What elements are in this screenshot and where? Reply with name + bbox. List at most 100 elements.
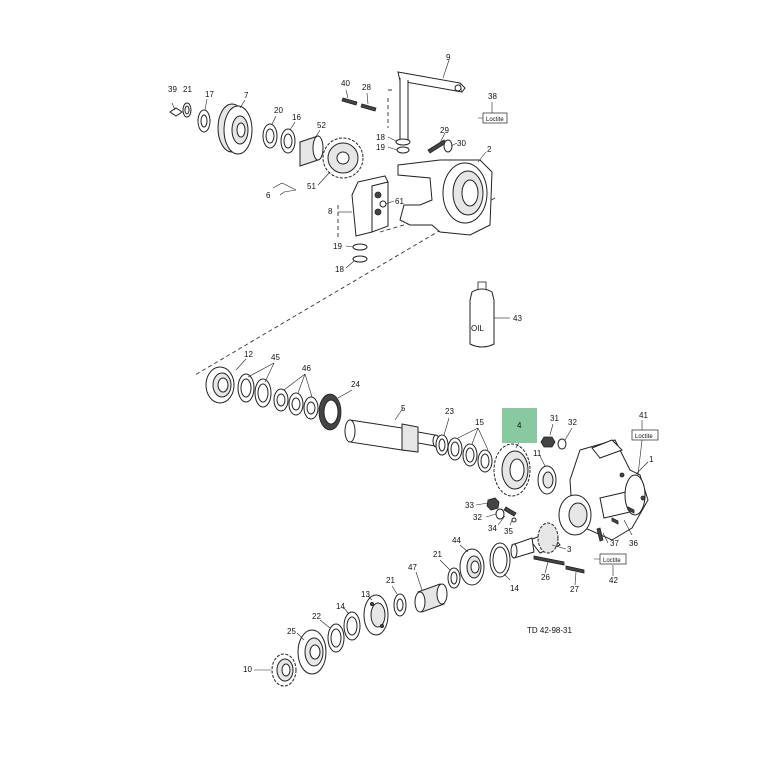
callout-3: 3 <box>567 545 572 554</box>
part-11-spacer[interactable] <box>537 455 557 495</box>
callout-7: 7 <box>244 91 249 100</box>
part-9-lever[interactable] <box>397 59 466 141</box>
callout-45: 45 <box>271 353 280 362</box>
callout-6: 6 <box>266 191 271 200</box>
dashed-bracket-9 <box>387 89 392 128</box>
part-28-pin[interactable] <box>360 92 377 112</box>
callout-23: 23 <box>445 407 454 416</box>
callout-31: 31 <box>550 414 559 423</box>
callout-32a: 32 <box>568 418 577 427</box>
part-61-plug[interactable] <box>379 200 395 208</box>
part-19-washer-lower[interactable] <box>345 243 368 251</box>
part-16-ring[interactable] <box>280 121 296 154</box>
part-40-pin[interactable] <box>341 89 358 106</box>
part-29-bolt[interactable] <box>427 132 447 154</box>
callout-22: 22 <box>312 612 321 621</box>
callout-10: 10 <box>243 665 252 674</box>
part-18-washer-lower[interactable] <box>345 255 368 269</box>
callout-16: 16 <box>292 113 301 122</box>
part-7-hub[interactable] <box>217 99 253 155</box>
callout-9: 9 <box>446 53 451 62</box>
callout-2: 2 <box>487 145 492 154</box>
part-20-ring[interactable] <box>262 115 278 149</box>
part-32-washer-upper[interactable] <box>557 427 573 450</box>
callout-27: 27 <box>570 585 579 594</box>
part-18-washer-upper[interactable] <box>387 136 411 146</box>
part-5-shaft[interactable] <box>344 407 440 453</box>
callout-44: 44 <box>452 536 461 545</box>
part-27-pin[interactable] <box>565 565 585 586</box>
part-14-ring-lower[interactable] <box>343 607 361 641</box>
callout-18a: 18 <box>376 133 385 142</box>
part-33-nut[interactable] <box>475 497 500 511</box>
part-43-oil-bottle[interactable] <box>469 281 510 348</box>
callout-21a: 21 <box>183 85 192 94</box>
callout-40: 40 <box>341 79 350 88</box>
callout-25: 25 <box>287 627 296 636</box>
part-2-housing[interactable] <box>397 151 493 236</box>
callout-5: 5 <box>401 404 406 413</box>
callout-52: 52 <box>317 121 326 130</box>
part-12-bearing[interactable] <box>205 358 247 404</box>
part-3-pinion-shaft[interactable] <box>510 522 567 559</box>
callout-36: 36 <box>629 539 638 548</box>
part-21-snap-ring[interactable] <box>182 102 192 118</box>
part-39-clip[interactable] <box>169 102 183 117</box>
part-37-bolt[interactable] <box>596 527 609 544</box>
part-19-washer-upper[interactable] <box>387 146 410 154</box>
part-10-sprocket[interactable] <box>254 653 297 687</box>
part-46-washers[interactable] <box>273 373 319 420</box>
callout-51: 51 <box>307 182 316 191</box>
loctite-tag-42-text: Loctite <box>603 558 621 564</box>
part-4-gear[interactable] <box>493 439 531 497</box>
callout-26: 26 <box>541 573 550 582</box>
part-22-ring[interactable] <box>319 619 345 653</box>
part-1-gearbox-housing[interactable] <box>558 439 649 541</box>
part-35-bolt[interactable] <box>503 506 517 526</box>
part-51-sprocket[interactable] <box>317 137 364 186</box>
callout-30: 30 <box>457 139 466 148</box>
part-52-sleeve[interactable] <box>299 129 324 167</box>
callout-21b: 21 <box>433 550 442 559</box>
part-14-ring-upper[interactable] <box>489 542 511 581</box>
part-47-sleeve[interactable] <box>414 571 448 613</box>
part-45-washers[interactable] <box>237 362 275 408</box>
part-24-seal[interactable] <box>318 389 353 431</box>
callout-32b: 32 <box>473 513 482 522</box>
callout-19b: 19 <box>333 242 342 251</box>
oil-bottle-label: OIL <box>471 324 484 333</box>
part-21-snap-ring-mid[interactable] <box>439 559 461 589</box>
part-25-bearing[interactable] <box>296 629 327 675</box>
callout-21c: 21 <box>386 576 395 585</box>
part-17-washer[interactable] <box>197 98 211 133</box>
callout-29: 29 <box>440 126 449 135</box>
part-34-washer[interactable] <box>497 515 506 526</box>
callout-14b: 14 <box>336 602 345 611</box>
drawing-reference: TD 42-98-31 <box>527 626 572 635</box>
part-8-pivot-bracket[interactable] <box>338 175 389 237</box>
callout-46: 46 <box>302 364 311 373</box>
part-26-pin[interactable] <box>533 555 565 574</box>
part-13-flange[interactable] <box>363 594 389 636</box>
part-44-bearing[interactable] <box>459 544 485 586</box>
callout-43: 43 <box>513 314 522 323</box>
part-32-washer-lower[interactable] <box>485 508 505 520</box>
part-42-loctite-tag <box>594 553 627 576</box>
callout-39: 39 <box>168 85 177 94</box>
part-31-nut[interactable] <box>540 423 556 448</box>
callout-28: 28 <box>362 83 371 92</box>
callout-8: 8 <box>328 207 333 216</box>
highlight-box-part-4[interactable] <box>502 408 537 443</box>
callout-47: 47 <box>408 563 417 572</box>
callout-19a: 19 <box>376 143 385 152</box>
callout-34: 34 <box>488 524 497 533</box>
part-30-washer[interactable] <box>443 139 458 153</box>
callout-11: 11 <box>533 449 542 458</box>
part-15-rings[interactable] <box>447 427 493 473</box>
part-36-studs[interactable] <box>611 506 635 536</box>
callout-14a: 14 <box>510 584 519 593</box>
part-21-snap-ring-lower[interactable] <box>391 585 407 617</box>
callout-20: 20 <box>274 106 283 115</box>
callout-38: 38 <box>488 92 497 101</box>
